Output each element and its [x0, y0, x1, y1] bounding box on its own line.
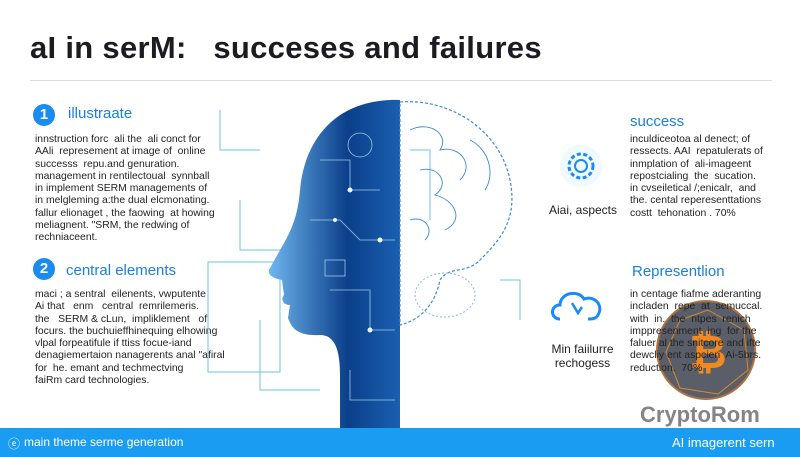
footer-bar: ⓔ main theme serme generation AI imagere… [0, 428, 800, 457]
page-title: aI in serM: succeses and failures [30, 30, 542, 65]
caption-ai-aspects: Aiai, aspects [548, 203, 618, 217]
caption-min-failure: Min faiilurre rechogess [551, 342, 614, 370]
section-heading-illustrate: illustraate [68, 105, 133, 122]
section-heading-central-elements: central elements [66, 262, 177, 279]
footer-right-text: AI imagerent sern [672, 435, 775, 450]
step-badge-2: 2 [33, 258, 55, 280]
section-body-success: inculdiceotoa al denect; of ressects. AA… [630, 134, 763, 219]
gear-icon [560, 145, 602, 187]
section-heading-representation: Representlion [632, 263, 725, 280]
watermark-text: CryptoRom [640, 402, 760, 427]
bitcoin-watermark-icon: ₿ [656, 300, 756, 400]
step-badge-1: 1 [33, 104, 55, 126]
footer-icon: ⓔ [8, 437, 21, 451]
svg-text:₿: ₿ [689, 326, 727, 378]
footer-left-text: main theme serme generation [24, 435, 184, 449]
ai-head-illustration [207, 99, 521, 428]
divider [30, 80, 772, 81]
section-heading-success: success [630, 113, 685, 130]
section-body-representation: in centage fiafme aderanting incladen re… [630, 289, 763, 374]
section-body-1: innstruction forc ali the ali conct for … [35, 134, 215, 244]
cloud-icon [548, 285, 608, 330]
section-body-2: maci ; a sentral eilenents, vwputente Ai… [35, 289, 225, 387]
